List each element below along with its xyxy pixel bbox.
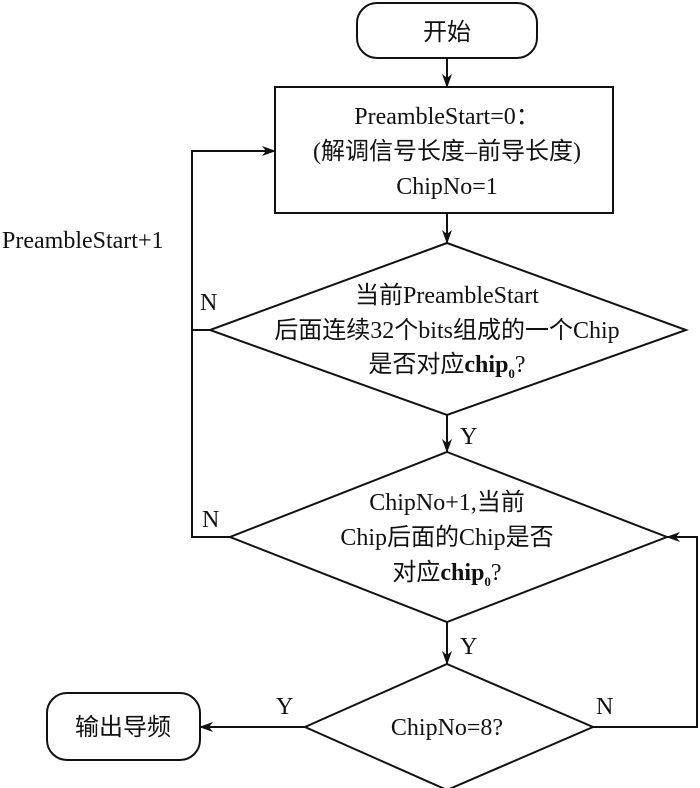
decision1-line-2: 后面连续32个bits组成的一个Chip: [274, 317, 619, 344]
init-node: PreambleStart=0： (解调信号长度–前导长度) ChipNo=1: [274, 86, 614, 214]
decision1-yes-label: Y: [460, 424, 477, 450]
decision1-no-label: N: [200, 290, 217, 316]
output-label: 输出导频: [75, 714, 171, 741]
init-line-2: (解调信号长度–前导长度): [313, 138, 581, 165]
output-shape: [46, 692, 201, 761]
start-label: 开始: [423, 19, 471, 46]
decision2-line-1: ChipNo+1,当前: [369, 489, 525, 516]
edge-decision3-no: [593, 532, 698, 728]
decision2-line-2: Chip后面的Chip是否: [340, 524, 553, 551]
decision1-node: 当前PreambleStart 后面连续32个bits组成的一个Chip 是否对…: [207, 241, 689, 417]
init-line-3: ChipNo=1: [396, 174, 498, 200]
decision2-line-3: 对应chip0?: [392, 559, 501, 589]
decision3-node: ChipNo=8?: [302, 662, 596, 788]
decision2-node: ChipNo+1,当前 Chip后面的Chip是否 对应chip0?: [227, 450, 670, 624]
loop-back-annotation: PreambleStart+1: [2, 228, 164, 254]
init-line-1: PreambleStart=0：: [354, 104, 540, 130]
decision3-no-label: N: [596, 694, 613, 720]
decision1-line-1: 当前PreambleStart: [355, 282, 539, 309]
decision2-no-label: N: [202, 507, 219, 533]
edge-loop-back-to-init: [191, 146, 276, 538]
decision1-line-3: 是否对应chip0?: [368, 351, 525, 381]
decision2-yes-label: Y: [460, 634, 477, 660]
decision3-shape: [302, 662, 596, 788]
output-node: 输出导频: [46, 692, 201, 761]
decision3-yes-label: Y: [276, 694, 293, 720]
init-shape: [274, 86, 614, 214]
decision3-label: ChipNo=8?: [391, 715, 503, 741]
start-node: 开始: [356, 2, 538, 59]
